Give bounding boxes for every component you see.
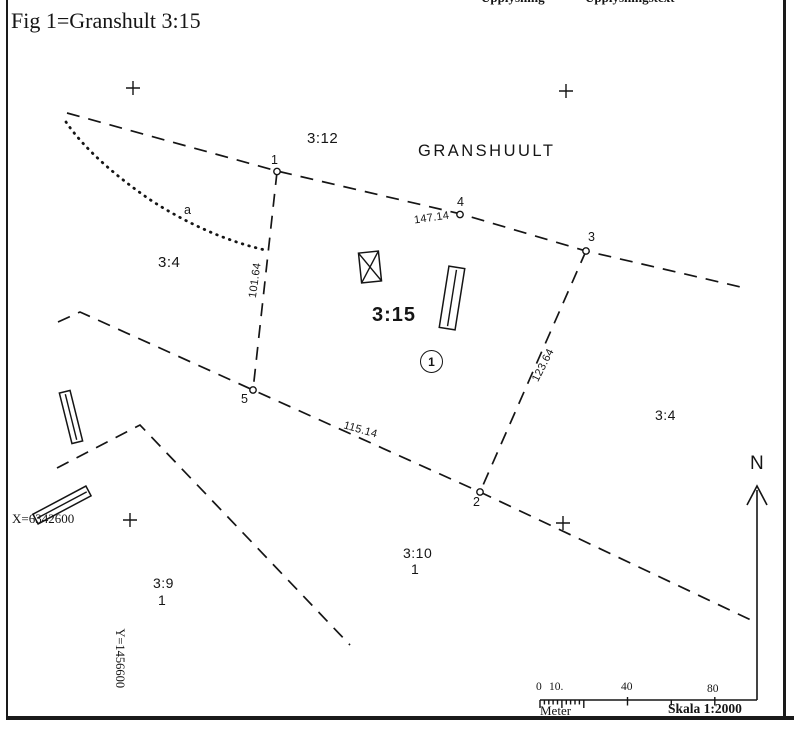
southwest-boundary-line [56,423,351,646]
frame-left-border [6,0,8,719]
boundary-point-marker [582,247,590,255]
area-marker-number: 1 [428,354,435,369]
grid-crosses [123,81,573,530]
scale-tick-80: 80 [707,683,719,695]
boundary-point-marker [456,210,464,219]
boundary-point-markers [249,167,590,496]
y-coordinate-label: Y=1456600 [113,628,128,689]
figure-caption: Fig 1=Granshult 3:15 [11,8,201,33]
scale-tick-0: 0 [536,681,542,693]
point-label-5: 5 [241,392,248,406]
path-a-label: a [184,203,191,217]
scale-unit-label: Meter [540,703,572,718]
parcel-label-3-4-east: 3:4 [655,407,676,423]
point-label-3: 3 [588,230,595,244]
parcel-label-3-12: 3:12 [307,130,339,147]
frame-bottom-border [6,716,794,720]
north-arrow-label: N [750,453,764,474]
clipped-header-upplysning: Upplysning [481,0,545,4]
building-symbols [31,250,466,525]
boundary-point-marker [476,488,484,496]
parcel-label-3-10: 3:10 [403,545,433,561]
west-boundary-line [252,171,278,391]
parcel-label-3-9: 3:9 [153,575,174,591]
grid-cross-icon [556,516,570,530]
frame-right-border [783,0,786,719]
grid-cross-icon [123,513,137,527]
parcel-label-3-15: 3:15 [372,304,417,326]
clipped-header-upplysningstext: Upplysningstext [585,0,675,4]
place-name-label: GRANSHUULT [418,142,556,160]
scale-tick-10: 10. [549,681,564,693]
boundary-lines [56,112,754,646]
scale-bar [539,697,757,708]
grid-cross-icon [559,84,573,98]
grid-cross-icon [126,81,140,95]
scale-ratio-label: Skala 1:2000 [668,701,742,716]
building-lower-left-icon [31,485,93,525]
scale-tick-40: 40 [621,681,633,693]
parcel-sublabel-3-9-1: 1 [158,592,167,608]
building-tall-icon [438,265,466,331]
boundary-point-marker [249,386,257,394]
point-label-2: 2 [473,495,480,509]
parcel-sublabel-3-10-1: 1 [411,561,420,577]
x-coordinate-label: X=6342600 [12,511,75,526]
point-label-4: 4 [457,195,464,209]
boundary-point-marker [273,167,281,176]
path-a-dotted-line [64,120,267,252]
north-arrow-icon [746,484,768,700]
building-upper-left-icon [58,389,84,445]
point-label-1: 1 [271,153,278,167]
building-crossed-icon [357,250,383,284]
area-marker-circle: 1 [420,350,443,373]
parcel-label-3-4-west: 3:4 [158,254,181,271]
